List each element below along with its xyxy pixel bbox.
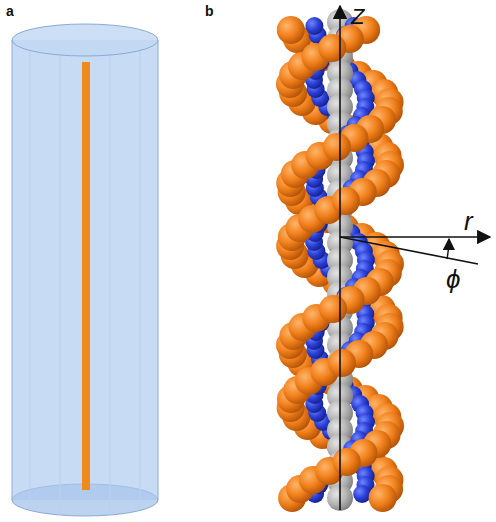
cylinder bbox=[12, 24, 158, 516]
atom-sphere bbox=[333, 448, 361, 476]
panel-letter: a bbox=[6, 4, 14, 18]
panel-letter: b bbox=[205, 4, 214, 18]
axes bbox=[340, 6, 490, 510]
atom-sphere bbox=[328, 349, 356, 377]
atom-sphere bbox=[332, 187, 360, 215]
atom-sphere bbox=[353, 485, 371, 503]
atom-sphere bbox=[323, 133, 351, 161]
axis-label: Z bbox=[351, 6, 364, 28]
atom-sphere bbox=[319, 295, 347, 323]
axis-label: r bbox=[464, 208, 473, 234]
atom-sphere bbox=[277, 16, 305, 44]
atom-sphere bbox=[305, 17, 323, 35]
rod bbox=[82, 62, 90, 490]
atom-sphere bbox=[369, 484, 397, 512]
atom-sphere bbox=[318, 34, 346, 62]
axis-label: ϕ bbox=[446, 266, 460, 292]
